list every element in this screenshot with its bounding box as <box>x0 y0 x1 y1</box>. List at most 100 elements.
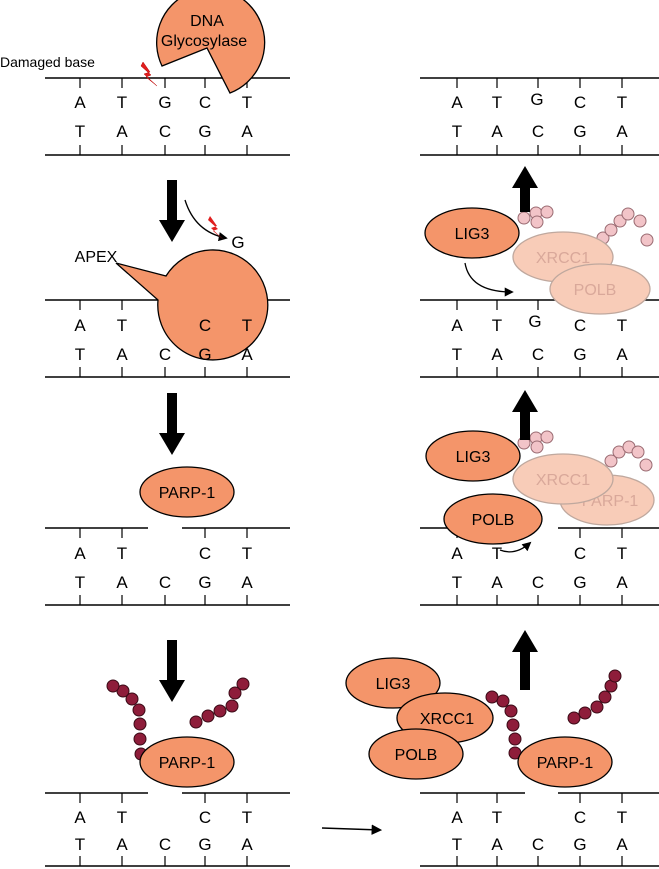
up-arrow-icon <box>512 390 538 440</box>
par-bead <box>578 706 592 720</box>
parp1-enzyme <box>139 736 235 788</box>
lig3-label: LIG3 <box>456 449 491 466</box>
up-arrow-icon <box>512 166 538 212</box>
par-bead <box>631 445 645 459</box>
base-top-5: T <box>242 93 252 112</box>
xrcc1-label: XRCC1 <box>420 711 474 728</box>
par-chain-faded <box>517 430 554 454</box>
parp1-label: PARP-1 <box>159 485 216 502</box>
base-bottom-2: A <box>491 835 503 854</box>
base-bottom-2: A <box>491 122 503 141</box>
lig3-enzyme <box>345 657 441 709</box>
par-bead <box>590 700 604 714</box>
base-bottom-3: C <box>159 835 171 854</box>
base-bottom-4: G <box>573 835 586 854</box>
base-top-4: C <box>199 808 211 827</box>
lig3-enzyme <box>424 207 520 259</box>
damaged-base-g: G <box>158 93 171 112</box>
base-bottom-2: A <box>116 573 128 592</box>
base-top-1: A <box>74 93 86 112</box>
lig3-label: LIG3 <box>455 226 490 243</box>
base-bottom-5: A <box>616 573 628 592</box>
base-bottom-1: T <box>452 122 462 141</box>
base-top-2: T <box>117 93 127 112</box>
base-top-1: A <box>451 316 463 335</box>
par-bead <box>540 205 554 219</box>
repaired-base-g: G <box>530 90 543 109</box>
curved-arrow-icon <box>499 541 532 553</box>
base-bottom-3: C <box>159 122 171 141</box>
lightning-icon <box>208 216 224 240</box>
base-bottom-1: T <box>452 345 462 364</box>
base-bottom-3: C <box>532 122 544 141</box>
base-bottom-3: C <box>532 573 544 592</box>
base-top-4: C <box>574 544 586 563</box>
base-bottom-5: A <box>241 835 253 854</box>
down-arrow-icon <box>159 393 185 455</box>
down-arrow-icon <box>159 180 185 242</box>
base-top-2: T <box>492 316 502 335</box>
base-top-5: T <box>617 808 627 827</box>
par-bead <box>621 207 635 221</box>
base-bottom-3: C <box>532 345 544 364</box>
base-bottom-5: A <box>241 122 253 141</box>
base-top-5: T <box>242 808 252 827</box>
par-bead <box>225 699 239 713</box>
lig3-enzyme <box>425 430 521 482</box>
par-bead <box>236 677 250 691</box>
inserted-base-g: G <box>528 312 541 331</box>
base-top-5: T <box>617 544 627 563</box>
polb-enzyme <box>368 728 464 780</box>
lig3-label: LIG3 <box>376 676 411 693</box>
base-top-1: A <box>74 808 86 827</box>
base-bottom-4: G <box>198 345 211 364</box>
xrcc1-enzyme-faded <box>512 453 614 505</box>
panel-right-3: PARP-1 XRCC1 LIG3 POLB A T C T T A C G A <box>420 430 659 606</box>
polb-enzyme <box>443 493 543 545</box>
parp1-label: PARP-1 <box>159 755 216 772</box>
base-top-4: C <box>199 316 211 335</box>
xrcc1-label-faded: XRCC1 <box>536 472 590 489</box>
par-bead <box>189 715 203 729</box>
par-bead <box>133 732 147 746</box>
par-bead <box>106 679 120 693</box>
base-bottom-3: C <box>159 345 171 364</box>
base-bottom-3: C <box>159 573 171 592</box>
par-bead <box>201 709 215 723</box>
par-bead <box>604 454 618 468</box>
dna-ticks <box>79 78 248 155</box>
glycosylase-label-line1: DNA <box>190 13 224 30</box>
base-bottom-1: T <box>75 345 85 364</box>
par-bead <box>604 223 618 237</box>
par-bead <box>228 686 242 700</box>
base-bottom-2: A <box>116 835 128 854</box>
base-bottom-4: G <box>198 835 211 854</box>
par-bead <box>639 458 653 472</box>
base-bottom-4: G <box>198 573 211 592</box>
base-bottom-5: A <box>241 573 253 592</box>
parp1-enzyme <box>517 736 613 788</box>
base-top-4: C <box>574 93 586 112</box>
base-top-1: A <box>451 808 463 827</box>
base-bottom-2: A <box>116 345 128 364</box>
base-top-1: A <box>451 93 463 112</box>
base-top-5: T <box>242 544 252 563</box>
par-bead <box>530 215 544 229</box>
lightning-icon <box>140 61 158 87</box>
panel-right-1: A T G C T T A C G A <box>420 77 659 156</box>
par-bead <box>133 717 147 731</box>
base-top-1: A <box>74 316 86 335</box>
panel-left-1: A T G C T T A C G A DNA Glycosylase Dama… <box>0 0 290 156</box>
par-bead <box>608 669 622 683</box>
par-bead <box>598 690 612 704</box>
polb-label-faded: POLB <box>574 282 617 299</box>
base-bottom-1: T <box>452 573 462 592</box>
base-bottom-5: A <box>616 345 628 364</box>
excised-base-g: G <box>231 233 244 252</box>
down-arrow-icon <box>159 640 185 702</box>
base-top-5: T <box>617 316 627 335</box>
curved-arrow-icon <box>464 262 514 297</box>
par-chain-faded <box>517 205 554 229</box>
par-bead <box>485 690 499 704</box>
